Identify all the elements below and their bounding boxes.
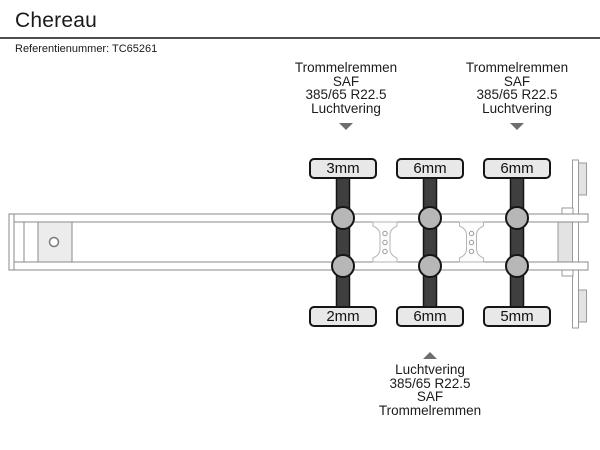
- axle2-tire-bar: [422, 177, 438, 309]
- tread-depth-axle2-top: 6mm: [396, 158, 464, 179]
- tread-depth-axle3-top: 6mm: [483, 158, 551, 179]
- axle1-spec-line: Trommelremmen: [294, 60, 398, 75]
- axle3-tire-bar: [509, 177, 525, 309]
- axle2-spec-line: 385/65 R22.5: [389, 375, 471, 391]
- axle3-spec-line: Trommelremmen: [465, 60, 569, 75]
- axle2-spec-annotation: Luchtvering 385/65 R22.5 SAF Trommelremm…: [345, 352, 515, 417]
- axle1-spec-line: 385/65 R22.5: [305, 87, 387, 102]
- axle1-hub-bottom: [331, 254, 355, 278]
- tread-depth-axle3-bottom: 5mm: [483, 306, 551, 327]
- axle2-spec-line: Luchtvering: [395, 362, 465, 377]
- axle1-spec-line: SAF: [332, 73, 360, 89]
- tread-depth-axle1-top: 3mm: [309, 158, 377, 179]
- wheel-hubs: [331, 206, 529, 278]
- axle3-spec-line: 385/65 R22.5: [476, 87, 558, 102]
- arrow-down-icon: [339, 123, 353, 130]
- arrow-down-icon: [510, 123, 524, 130]
- axle3-spec-line: Luchtvering: [482, 100, 552, 116]
- rear-post: [572, 159, 579, 329]
- tread-depth-axle1-bottom: 2mm: [309, 306, 377, 327]
- suspension-brackets: [372, 221, 484, 263]
- reference-value: TC65261: [112, 43, 158, 55]
- axle2-spec-line: Trommelremmen: [378, 402, 482, 418]
- axle-tires: [335, 177, 525, 309]
- front-cap: [8, 213, 15, 271]
- axle3-spec-line: SAF: [503, 73, 531, 89]
- rear-ledge-top: [561, 207, 574, 215]
- axle3-hub-top: [505, 206, 529, 230]
- axle2-hub-bottom: [418, 254, 442, 278]
- axle1-spec-line: Luchtvering: [311, 100, 381, 116]
- front-end: [8, 213, 73, 271]
- arrow-up-icon: [423, 352, 437, 359]
- header-divider: [0, 37, 600, 39]
- kingpin: [48, 236, 60, 248]
- axle1-hub-top: [331, 206, 355, 230]
- axle1-spec-annotation: Trommelremmen SAF 385/65 R22.5 Luchtveri…: [261, 61, 431, 130]
- bracket-holes: [382, 230, 475, 255]
- rear-ledge-bottom: [561, 269, 574, 277]
- axle2-hub-top: [418, 206, 442, 230]
- reference-number: Referentienummer: TC65261: [15, 43, 157, 55]
- chassis-top-rail: [8, 213, 589, 223]
- rear-pad-bottom: [578, 289, 587, 323]
- rear-block: [557, 221, 573, 263]
- axle3-hub-bottom: [505, 254, 529, 278]
- axle3-spec-annotation: Trommelremmen SAF 385/65 R22.5 Luchtveri…: [432, 61, 600, 130]
- rear-pad-top: [578, 162, 587, 196]
- chassis-bottom-rail: [8, 261, 589, 271]
- page-title: Chereau: [15, 9, 97, 32]
- axle1-tire-bar: [335, 177, 351, 309]
- axle2-spec-line: SAF: [416, 389, 444, 404]
- reference-label: Referentienummer:: [15, 43, 110, 55]
- rear-frame: [557, 159, 587, 329]
- tread-depth-axle2-bottom: 6mm: [396, 306, 464, 327]
